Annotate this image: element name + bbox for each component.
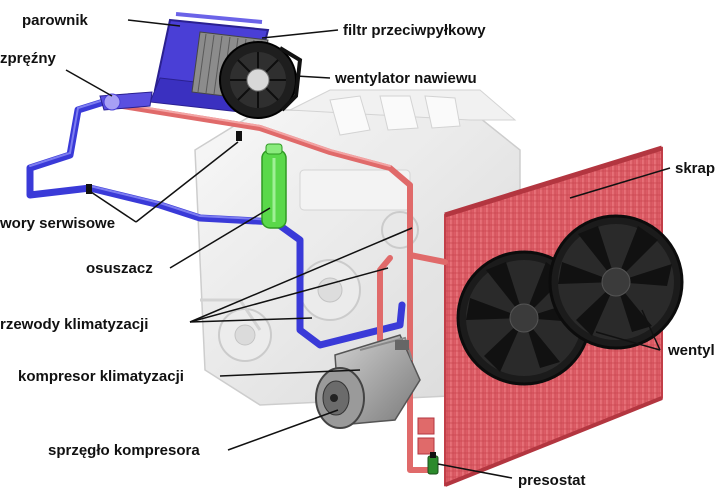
label-sprzeglo-kompresora: sprzęgło kompresora (48, 442, 200, 459)
label-kompresor-klimatyzacji: kompresor klimatyzacji (18, 368, 184, 385)
service-valve-icon (86, 184, 92, 194)
label-wentylatory: wentyl (668, 342, 715, 359)
label-wentylator-nawiewu: wentylator nawiewu (335, 70, 477, 87)
pressure-switch-icon (427, 452, 439, 475)
compressor-clutch-icon (315, 367, 365, 429)
service-valve-icon (236, 131, 242, 141)
low-pressure-line-highlight (29, 97, 276, 221)
blower-fan-icon (219, 41, 303, 119)
label-filtr-przeciwpylkowy: filtr przeciwpyłkowy (343, 22, 486, 39)
label-zawor-rozprezny: zpręźny (0, 50, 56, 67)
label-parownik: parownik (22, 12, 88, 29)
receiver-dryer-icon (261, 143, 287, 229)
label-presostat: presostat (518, 472, 586, 489)
radiator-fan-icon (548, 214, 684, 350)
high-pressure-line-highlight (109, 101, 391, 167)
label-skraplacz: skrap (675, 160, 716, 177)
low-pressure-line (26, 96, 406, 349)
label-zawory-serwisowe: wory serwisowe (0, 215, 116, 232)
leader-lines (65, 19, 671, 479)
label-osuszacz: osuszacz (86, 260, 153, 277)
label-przewody-klimatyzacji: rzewody klimatyzacji (0, 316, 149, 333)
